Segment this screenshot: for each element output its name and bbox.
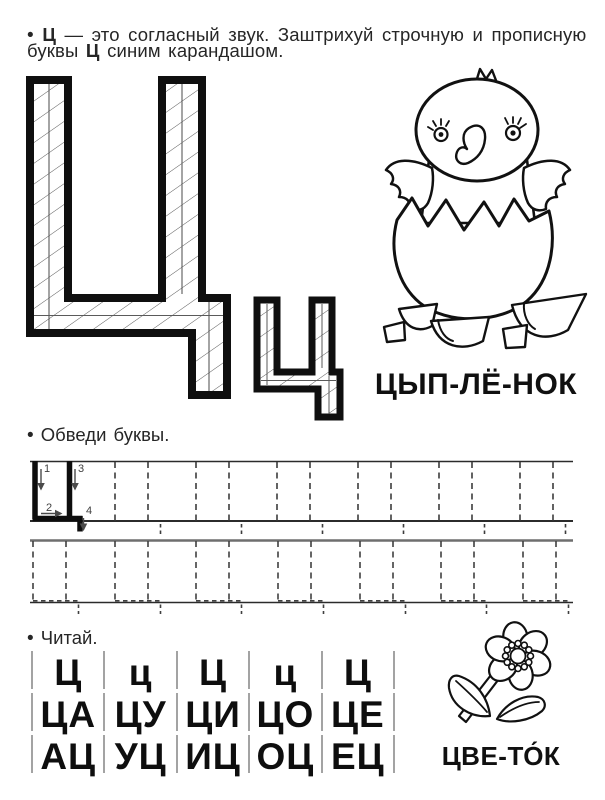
table-cell: ц xyxy=(248,651,320,691)
flower-caption: ЦВЕ-ТО́К xyxy=(441,741,561,771)
table-cell: ц xyxy=(103,651,175,691)
table-cell: УЦ xyxy=(103,735,175,775)
bullet-icon: • xyxy=(27,425,34,446)
chick-illustration xyxy=(382,67,588,350)
flower-center-beads xyxy=(501,639,535,673)
table-row: АЦ УЦ ИЦ ОЦ ЕЦ xyxy=(31,735,395,775)
trace-title-text: Обведи буквы. xyxy=(40,424,170,445)
lowercase-ts-letter-outline xyxy=(253,296,344,421)
chick-left-wing xyxy=(384,159,435,212)
trace-row-1-letters[interactable] xyxy=(114,461,567,537)
table-row: ЦА ЦУ ЦИ ЦО ЦЕ xyxy=(31,693,395,733)
chick-right-eye xyxy=(504,116,527,142)
trace-row-2-rules xyxy=(30,539,573,604)
instruction-text: • Ц — это согласный звук. Заштрихуй стро… xyxy=(27,25,586,61)
table-cell: ЦЕ xyxy=(320,693,393,733)
flower-left-leaf xyxy=(447,674,492,718)
stroke-number-2: 2 xyxy=(46,502,52,514)
uppercase-ts-guide-midlines xyxy=(34,84,223,391)
flower-center xyxy=(509,647,527,665)
table-cell: ЦИ xyxy=(175,693,248,733)
table-cell: ЦО xyxy=(248,693,320,733)
trace-section-title: • Обведи буквы. xyxy=(27,424,169,447)
table-cell: ЦУ xyxy=(103,693,175,733)
trace-row-1-rules xyxy=(30,460,573,522)
instruction-line-2: буквы Ц синим карандашом. xyxy=(27,41,586,61)
table-cell: Ц xyxy=(320,651,393,691)
table-cell: ЕЦ xyxy=(320,735,393,775)
instruction-line-2-post: синим карандашом. xyxy=(107,40,284,61)
read-section-title: • Читай. xyxy=(27,627,98,650)
table-cell: Ц xyxy=(175,651,248,691)
chick-left-eye xyxy=(427,118,450,143)
instruction-line-1: • Ц — это согласный звук. Заштрихуй стро… xyxy=(27,25,586,46)
stroke-number-3: 3 xyxy=(78,463,84,475)
table-cell: ЦА xyxy=(31,693,103,733)
lowercase-ts-guide-midlines xyxy=(261,304,336,413)
chick-caption: ЦЫП-ЛЁ-НОК xyxy=(374,368,578,401)
bullet-icon: • xyxy=(27,628,34,649)
table-cell: ИЦ xyxy=(175,735,248,775)
eggshell-fragments xyxy=(382,292,588,350)
read-title-text: Читай. xyxy=(40,627,98,648)
table-row: Ц ц Ц ц Ц xyxy=(31,651,395,691)
chick-right-wing xyxy=(521,159,572,212)
letter-ts-bold-2: Ц xyxy=(85,40,100,61)
stroke-number-4: 4 xyxy=(86,505,92,517)
instruction-line-1-text: — это согласный звук. Заштрихуй строчную… xyxy=(64,24,587,45)
table-cell: Ц xyxy=(31,651,103,691)
flower-illustration xyxy=(447,621,552,724)
trace-stroke-arrows xyxy=(37,469,88,532)
stroke-number-1: 1 xyxy=(44,463,50,475)
table-cell: ОЦ xyxy=(248,735,320,775)
letter-ts-bold: Ц xyxy=(42,24,56,45)
flower-right-leaf xyxy=(495,695,546,723)
uppercase-ts-letter-outline xyxy=(26,76,231,399)
instruction-line-2-pre: буквы xyxy=(27,40,79,61)
chick-beak xyxy=(455,124,487,165)
shade-letters-figure xyxy=(26,76,344,421)
trace-rows: 1 3 2 4 xyxy=(30,460,573,615)
table-cell: АЦ xyxy=(31,735,103,775)
trace-stroke-numbers: 1 3 2 4 xyxy=(44,463,92,517)
bullet-icon: • xyxy=(27,25,34,46)
